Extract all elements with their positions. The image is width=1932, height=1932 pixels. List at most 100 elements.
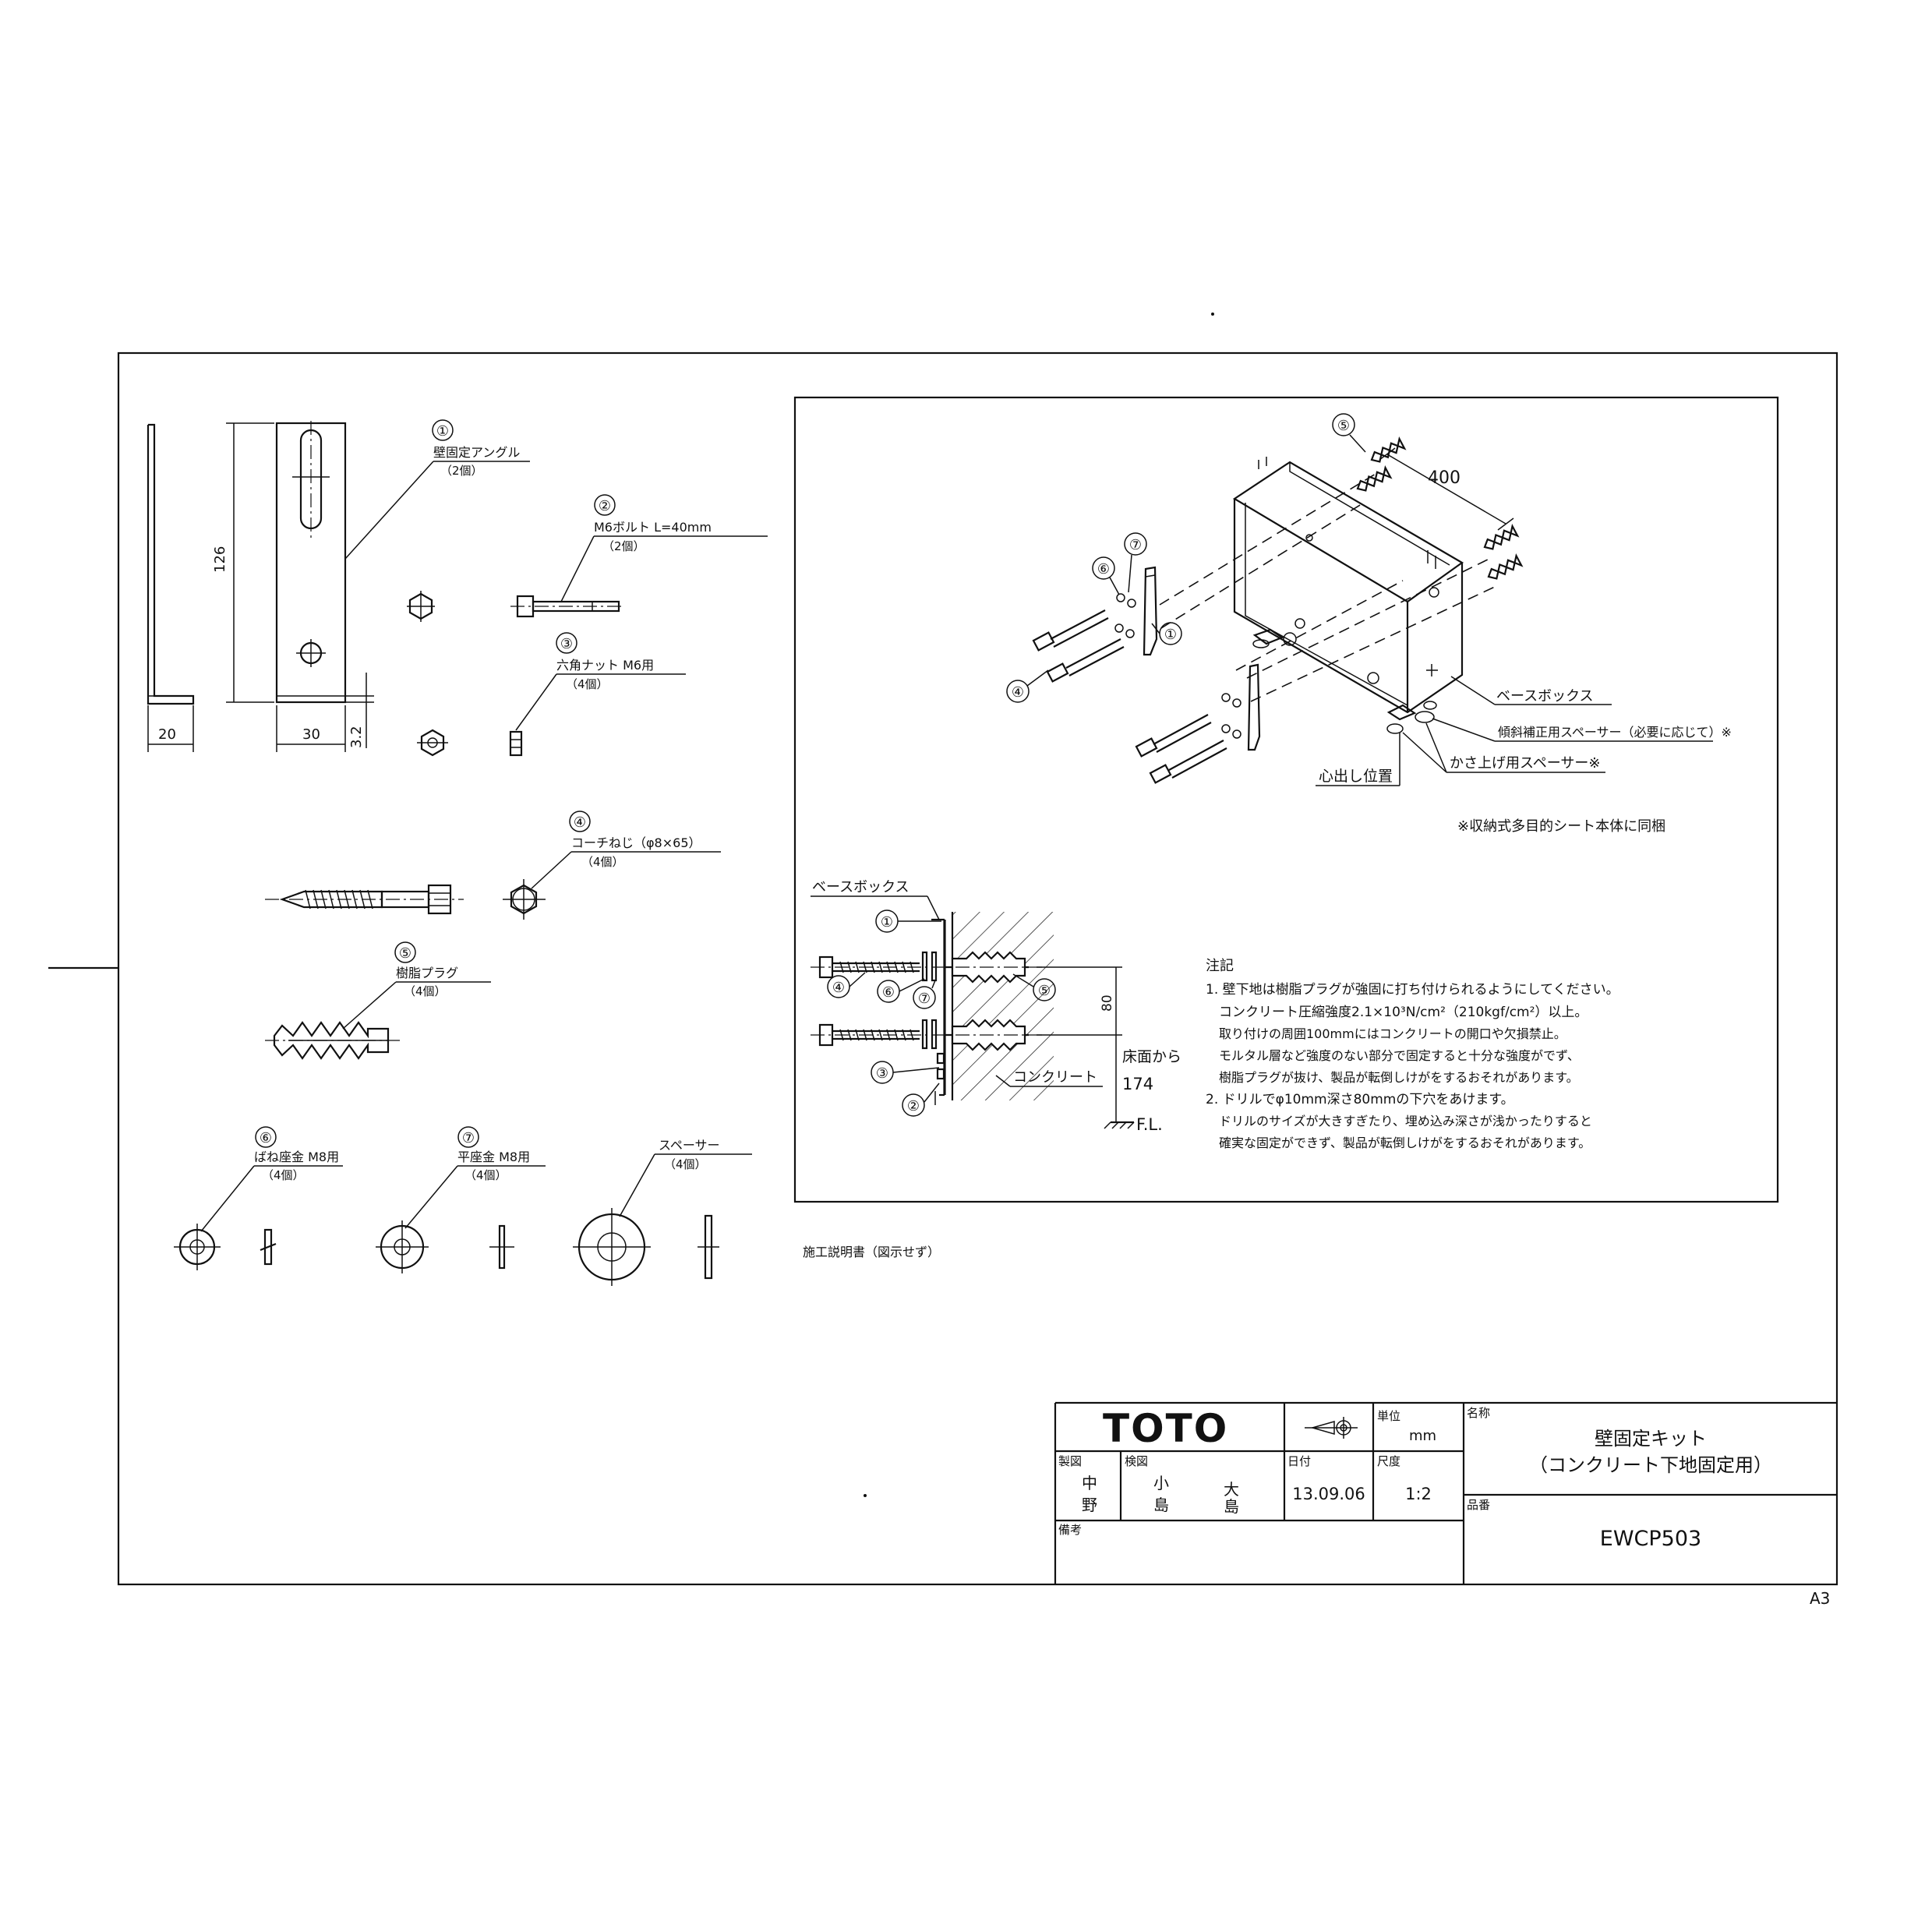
assembly-panel xyxy=(793,396,1779,1203)
assembly-part-1-number: ① xyxy=(1164,627,1177,643)
part-6-number: ⑥ xyxy=(260,1130,272,1146)
assembly-right-screws xyxy=(1135,663,1261,784)
title-block: TOTO 単位 mm 名称 壁固定キット （コンクリート下地固定用） 製図 中 … xyxy=(1054,1401,1837,1584)
callout-part-6: ⑥ ばね座金 M8用 （4個） xyxy=(200,1126,343,1232)
flat-washer-side xyxy=(489,1224,514,1270)
speck xyxy=(864,1494,867,1497)
spacer-qty: （4個） xyxy=(664,1157,707,1171)
part-no-value: EWCP503 xyxy=(1600,1527,1701,1551)
part-5-qty: （4個） xyxy=(404,984,447,998)
bolt-head-view xyxy=(407,591,435,622)
part-4-number: ④ xyxy=(574,814,586,831)
base-box-label: ベースボックス xyxy=(1496,688,1594,705)
callout-part-5: ⑤ 樹脂プラグ （4個） xyxy=(342,941,491,1030)
note-line-4: モルタル層など強度のない部分で固定すると十分な強度がでず、 xyxy=(1219,1048,1580,1063)
part-3-number: ③ xyxy=(560,636,573,652)
dimension-box-width: 400 xyxy=(1379,447,1514,531)
checked-label: 検図 xyxy=(1125,1454,1148,1468)
note-line-3: 取り付けの周囲100mmにはコンクリートの開口や欠損禁止。 xyxy=(1219,1026,1566,1041)
nut-side-view xyxy=(509,730,523,757)
section-part-2-number: ② xyxy=(907,1098,920,1114)
part-3-name: 六角ナット M6用 xyxy=(556,658,654,673)
checked-name-3: 大 xyxy=(1224,1480,1239,1499)
callout-part-3: ③ 六角ナット M6用 （4個） xyxy=(515,632,686,731)
section-callouts: ① ④ ⑥ ⑦ ⑤ ③ ② xyxy=(827,909,1056,1117)
part-2-qty: （2個） xyxy=(602,539,645,553)
drawn-label: 製図 xyxy=(1058,1454,1082,1468)
section-label-base-box: ベースボックス xyxy=(811,879,940,920)
dimension-thickness: 3.2 xyxy=(345,673,374,748)
part-6-name: ばね座金 M8用 xyxy=(254,1150,339,1164)
assembly-left-screws xyxy=(1032,566,1158,683)
wall-angle-side-view xyxy=(147,423,195,705)
floor-from-label: 床面から xyxy=(1122,1048,1181,1065)
dimension-plug-pitch-label: 80 xyxy=(1100,994,1115,1012)
notes-block: 注記 1. 壁下地は樹脂プラグが強固に打ち付けられるようにしてください。 コンク… xyxy=(1206,958,1619,1150)
scale-value: 1:2 xyxy=(1405,1485,1432,1503)
part-7-qty: （4個） xyxy=(464,1168,507,1182)
part-6-qty: （4個） xyxy=(262,1168,305,1182)
callout-spacer: スペーサー （4個） xyxy=(619,1138,752,1217)
dimension-depth: 20 xyxy=(147,705,194,752)
plugs-upper-pair xyxy=(1356,436,1524,580)
callout-part-4: ④ コーチねじ（φ8×65） （4個） xyxy=(531,811,721,889)
floor-level-label: F.L. xyxy=(1136,1115,1163,1134)
section-part-6-number: ⑥ xyxy=(882,984,895,1001)
dimension-height: 126 xyxy=(212,422,274,703)
dimension-width-label: 30 xyxy=(302,726,320,743)
bolt-side-view xyxy=(510,595,623,618)
center-mark-label: 心出し位置 xyxy=(1319,768,1393,785)
note-line-8: 確実な固定ができず、製品が転倒しけがをするおそれがあります。 xyxy=(1219,1136,1591,1150)
section-base-box-label: ベースボックス xyxy=(812,879,909,895)
label-center-mark: 心出し位置 xyxy=(1316,733,1400,786)
spring-washer-side xyxy=(260,1228,277,1266)
dimension-box-width-label: 400 xyxy=(1428,468,1460,488)
manual-note: 施工説明書（図示せず） xyxy=(803,1245,940,1259)
part-no-label: 品番 xyxy=(1467,1498,1490,1512)
name-label: 名称 xyxy=(1467,1406,1490,1420)
resin-plug-side-view xyxy=(265,1021,401,1060)
spring-washer-view xyxy=(174,1224,221,1270)
label-raise-spacer: かさ上げ用スペーサー※ xyxy=(1402,722,1605,773)
assembly-spacers xyxy=(1252,628,1437,734)
assembly-part-6-number: ⑥ xyxy=(1097,561,1110,577)
projection-symbol-icon xyxy=(1305,1417,1358,1439)
note-line-1: 1. 壁下地は樹脂プラグが強固に打ち付けられるようにしてください。 xyxy=(1206,982,1619,998)
part-2-number: ② xyxy=(599,498,611,514)
callout-part-1: ① 壁固定アングル （2個） xyxy=(344,419,530,560)
drawn-name-2: 野 xyxy=(1082,1496,1097,1514)
part-7-number: ⑦ xyxy=(462,1130,475,1146)
tilt-spacer-label: 傾斜補正用スペーサー（必要に応じて）※ xyxy=(1498,725,1732,740)
speck xyxy=(1211,313,1214,316)
part-5-number: ⑤ xyxy=(399,945,411,962)
spacer-side xyxy=(698,1214,719,1280)
assembly-part-4-number: ④ xyxy=(1012,684,1024,701)
unit-value: mm xyxy=(1409,1428,1436,1444)
date-label: 日付 xyxy=(1287,1454,1311,1468)
part-7-name: 平座金 M8用 xyxy=(457,1150,530,1164)
floor-level: 床面から 174 F.L. xyxy=(1104,1048,1181,1134)
callout-part-6-assembly: ⑥ xyxy=(1092,556,1120,595)
assembly-footnote: ※収納式多目的シート本体に同梱 xyxy=(1457,818,1665,835)
section-part-1-number: ① xyxy=(881,914,893,931)
label-base-box: ベースボックス xyxy=(1450,676,1612,705)
section-part-3-number: ③ xyxy=(876,1065,888,1082)
dimension-plug-pitch: 80 xyxy=(1037,966,1122,1122)
callout-part-2: ② M6ボルト L=40mm （2個） xyxy=(560,494,768,602)
remarks-label: 備考 xyxy=(1058,1523,1082,1537)
coach-screw-head-view xyxy=(503,879,546,920)
wall-angle-front-view xyxy=(275,421,347,704)
label-tilt-spacer: 傾斜補正用スペーサー（必要に応じて）※ xyxy=(1432,718,1732,742)
callout-part-7-assembly: ⑦ xyxy=(1124,532,1147,593)
notes-title: 注記 xyxy=(1206,958,1234,974)
section-view xyxy=(811,912,1054,1105)
note-line-7: ドリルのサイズが大きすぎたり、埋め込み深さが浅かったりすると xyxy=(1219,1114,1592,1128)
section-part-7-number: ⑦ xyxy=(918,991,931,1007)
dimension-thickness-label: 3.2 xyxy=(348,726,365,748)
part-1-name: 壁固定アングル xyxy=(433,445,520,460)
floor-height-label: 174 xyxy=(1122,1075,1153,1093)
note-line-5: 樹脂プラグが抜け、製品が転倒しけがをするおそれがあります。 xyxy=(1219,1070,1579,1085)
date-value: 13.09.06 xyxy=(1292,1485,1365,1503)
sheet-size-label: A3 xyxy=(1810,1589,1830,1608)
